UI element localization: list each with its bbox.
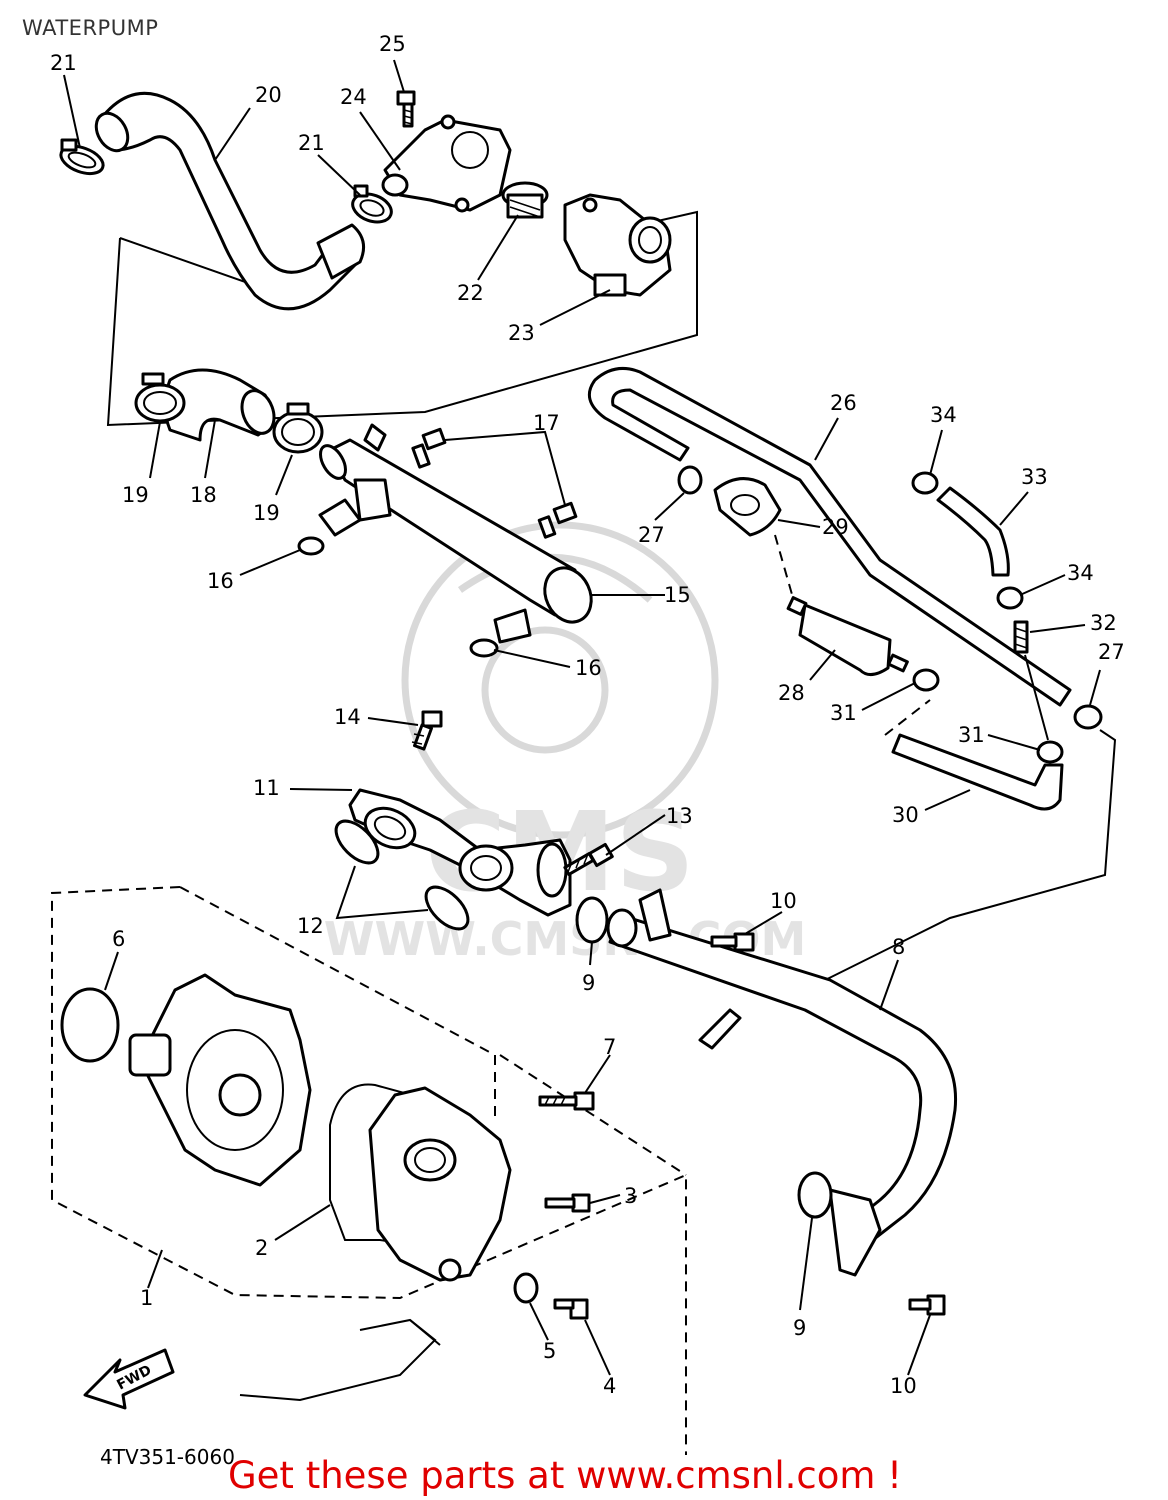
bolt-17-lower[interactable] xyxy=(537,501,578,539)
pump-cover[interactable] xyxy=(368,1086,512,1282)
callout-32: 32 xyxy=(1090,611,1117,635)
clamp-31-upper[interactable] xyxy=(912,668,940,692)
callout-29: 29 xyxy=(822,515,849,539)
pipe-8[interactable] xyxy=(606,888,958,1277)
callout-15: 15 xyxy=(664,583,691,607)
callout-19: 19 xyxy=(122,483,149,507)
callout-25: 25 xyxy=(379,32,406,56)
callout-labels: 25 24 21 20 21 22 23 26 34 33 17 19 18 1… xyxy=(50,32,1125,1398)
callout-18: 18 xyxy=(190,483,217,507)
callout-7: 7 xyxy=(603,1035,616,1059)
callout-31: 31 xyxy=(958,723,985,747)
water-pump-assembly-outline xyxy=(51,886,687,1455)
callout-9: 9 xyxy=(793,1316,806,1340)
washer-5[interactable] xyxy=(513,1272,539,1304)
callout-13: 13 xyxy=(666,804,693,828)
diagram-reference-code: 4TV351-6060 xyxy=(100,1445,235,1469)
clamp-34-upper[interactable] xyxy=(911,471,939,495)
clamp-21-left[interactable] xyxy=(57,138,107,179)
o-ring-16-upper[interactable] xyxy=(297,536,325,556)
callout-27: 27 xyxy=(638,523,665,547)
leader-lines xyxy=(63,59,1101,1376)
callout-21: 21 xyxy=(50,51,77,75)
bolt-10-upper[interactable] xyxy=(710,932,755,952)
clamp-19-left[interactable] xyxy=(134,372,186,423)
callout-31: 31 xyxy=(830,701,857,725)
bolt-14[interactable] xyxy=(411,710,443,751)
assembly-line-32 xyxy=(1024,654,1049,741)
o-ring-9-upper[interactable] xyxy=(575,896,609,944)
callout-10: 10 xyxy=(770,889,797,913)
bolt-7[interactable] xyxy=(538,1091,595,1111)
callout-19: 19 xyxy=(253,501,280,525)
engine-hose-outline xyxy=(239,1318,441,1402)
callout-26: 26 xyxy=(830,391,857,415)
right-outline-frame xyxy=(784,699,1117,1001)
callout-33: 33 xyxy=(1021,465,1048,489)
gasket-12-upper[interactable] xyxy=(329,814,386,871)
callout-14: 14 xyxy=(334,705,361,729)
bolt-13[interactable] xyxy=(563,842,614,876)
bolt-17-upper[interactable] xyxy=(411,427,447,469)
clamp-29[interactable] xyxy=(713,477,782,537)
hose-33[interactable] xyxy=(936,486,1010,577)
assembly-line-29 xyxy=(774,534,796,606)
page-title: WATERPUMP xyxy=(22,16,159,40)
callout-16: 16 xyxy=(207,569,234,593)
callout-30: 30 xyxy=(892,803,919,827)
water-pipe-15[interactable] xyxy=(315,423,599,644)
bolt-10-lower[interactable] xyxy=(908,1294,946,1316)
callout-11: 11 xyxy=(253,776,280,800)
bolt-25[interactable] xyxy=(396,90,416,128)
callout-5: 5 xyxy=(543,1339,556,1363)
hose-26[interactable] xyxy=(587,366,1072,707)
bolt-4[interactable] xyxy=(553,1298,589,1320)
callout-24: 24 xyxy=(340,85,367,109)
clamp-34-lower[interactable] xyxy=(996,586,1024,610)
hose-20[interactable] xyxy=(90,91,366,311)
callout-28: 28 xyxy=(778,681,805,705)
bolt-3[interactable] xyxy=(544,1193,591,1213)
gasket-12-lower[interactable] xyxy=(419,880,476,937)
callout-4: 4 xyxy=(603,1374,616,1398)
callout-1: 1 xyxy=(140,1286,153,1310)
o-ring-16-lower[interactable] xyxy=(469,638,499,658)
callout-8: 8 xyxy=(892,935,905,959)
clamp-31-lower[interactable] xyxy=(1036,740,1064,764)
clamp-27-upper[interactable] xyxy=(677,465,703,495)
hose-30[interactable] xyxy=(891,733,1064,811)
callout-16: 16 xyxy=(575,656,602,680)
clamp-19-right[interactable] xyxy=(272,402,324,454)
callout-23: 23 xyxy=(508,321,535,345)
fwd-arrow-icon: FWD xyxy=(83,1348,175,1410)
callout-22: 22 xyxy=(457,281,484,305)
callout-2: 2 xyxy=(255,1236,268,1260)
callout-17: 17 xyxy=(533,411,560,435)
thermostat-housing-23[interactable] xyxy=(563,193,672,297)
callout-27: 27 xyxy=(1098,640,1125,664)
callout-12: 12 xyxy=(297,914,324,938)
callout-20: 20 xyxy=(255,83,282,107)
water-pump-body[interactable] xyxy=(128,973,312,1187)
callout-6: 6 xyxy=(112,927,125,951)
fitting-32[interactable] xyxy=(1013,620,1029,654)
clamp-27-lower[interactable] xyxy=(1073,704,1103,730)
o-ring-6[interactable] xyxy=(60,987,120,1063)
callout-34: 34 xyxy=(930,403,957,427)
thermostat-cover-24[interactable] xyxy=(381,114,512,213)
o-ring-9-lower[interactable] xyxy=(797,1171,833,1219)
thermostat-22[interactable] xyxy=(501,181,549,219)
housing-11[interactable] xyxy=(348,788,572,917)
clamp-21-mid[interactable] xyxy=(349,184,395,227)
callout-21: 21 xyxy=(298,131,325,155)
footer-link[interactable]: Get these parts at www.cmsnl.com ! xyxy=(228,1454,903,1497)
callout-10: 10 xyxy=(890,1374,917,1398)
callout-9: 9 xyxy=(582,971,595,995)
callout-34: 34 xyxy=(1067,561,1094,585)
callout-3: 3 xyxy=(624,1184,637,1208)
fuel-filter-28[interactable] xyxy=(786,596,909,676)
